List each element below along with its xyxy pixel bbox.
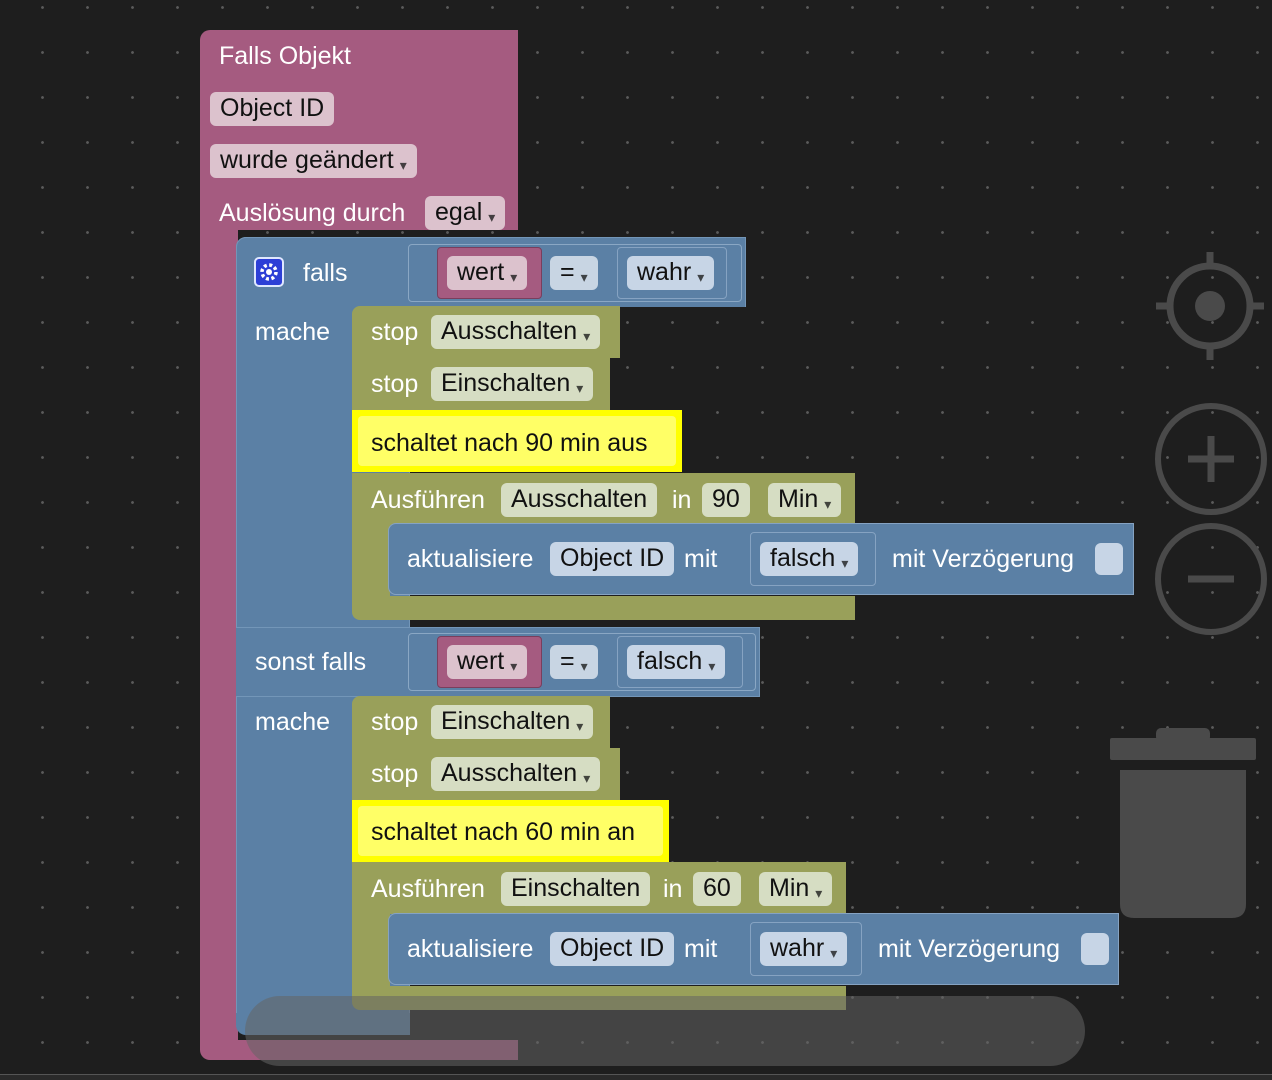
run-name-1[interactable]: Ausschalten [501, 483, 658, 517]
if-label: falls [303, 259, 348, 287]
horizontal-scrollbar[interactable] [245, 996, 1085, 1066]
stop-dropdown-4[interactable]: Ausschalten [431, 757, 601, 791]
do-label-2: mache [255, 708, 331, 736]
delay-input-2[interactable]: 60 [693, 872, 741, 906]
stop-label-3: stop [371, 708, 419, 736]
crosshair-icon[interactable] [1154, 250, 1266, 362]
operator-dropdown-1[interactable]: = [550, 256, 598, 290]
comment-inner-2 [358, 806, 663, 856]
update-object-1[interactable]: Object ID [550, 542, 675, 576]
plus-icon[interactable] [1154, 402, 1268, 516]
stop-dropdown-3[interactable]: Einschalten [431, 705, 594, 739]
variable-dropdown-1[interactable]: wert [447, 256, 528, 290]
run-block-2-spine [352, 910, 390, 990]
unit-dropdown-1[interactable]: Min [768, 483, 842, 517]
update-label-2: aktualisiere [407, 935, 534, 963]
delay-input-1[interactable]: 90 [702, 483, 750, 517]
unit-dropdown-2[interactable]: Min [759, 872, 833, 906]
bool-dropdown-2[interactable]: falsch [627, 645, 726, 679]
comment-text-2: schaltet nach 60 min an [371, 818, 636, 846]
window-bottom-edge [0, 1074, 1272, 1080]
event-title: Falls Objekt [219, 42, 351, 70]
elseif-label: sonst falls [255, 648, 367, 676]
run-label-2: Ausführen [371, 875, 485, 903]
in-label-2: in [663, 875, 683, 903]
minus-icon[interactable] [1154, 522, 1268, 636]
object-id-field[interactable]: Object ID [210, 92, 335, 126]
run-label-1: Ausführen [371, 486, 485, 514]
delay-checkbox-2[interactable] [1081, 933, 1109, 965]
run-block-1-spine [352, 520, 390, 600]
bool-dropdown-1[interactable]: wahr [627, 256, 715, 290]
with-label-1: mit [684, 545, 718, 573]
stop-dropdown-1[interactable]: Ausschalten [431, 315, 601, 349]
delay-checkbox-1[interactable] [1095, 543, 1123, 575]
trigger-dropdown[interactable]: wurde geändert [210, 144, 417, 178]
stop-label-1: stop [371, 318, 419, 346]
delay-label-1: mit Verzögerung [892, 545, 1075, 573]
variable-dropdown-2[interactable]: wert [447, 645, 528, 679]
in-label-1: in [672, 486, 692, 514]
cause-label: Auslösung durch [219, 199, 406, 227]
delay-label-2: mit Verzögerung [878, 935, 1061, 963]
update-object-2[interactable]: Object ID [550, 932, 675, 966]
update-label-1: aktualisiere [407, 545, 534, 573]
event-block-spine [200, 225, 238, 1045]
do-label-1: mache [255, 318, 331, 346]
cause-dropdown[interactable]: egal [425, 196, 506, 230]
stop-label-2: stop [371, 370, 419, 398]
stop-label-4: stop [371, 760, 419, 788]
value-dropdown-1[interactable]: falsch [760, 542, 859, 576]
comment-text-1: schaltet nach 90 min aus [371, 429, 648, 457]
comment-inner-1 [358, 416, 676, 466]
stop-dropdown-2[interactable]: Einschalten [431, 367, 594, 401]
trash-icon[interactable] [1108, 726, 1258, 920]
run-block-1-bottom [352, 596, 855, 620]
gear-icon[interactable] [254, 257, 284, 287]
with-label-2: mit [684, 935, 718, 963]
run-name-2[interactable]: Einschalten [501, 872, 651, 906]
operator-dropdown-2[interactable]: = [550, 645, 598, 679]
value-dropdown-2[interactable]: wahr [760, 932, 848, 966]
